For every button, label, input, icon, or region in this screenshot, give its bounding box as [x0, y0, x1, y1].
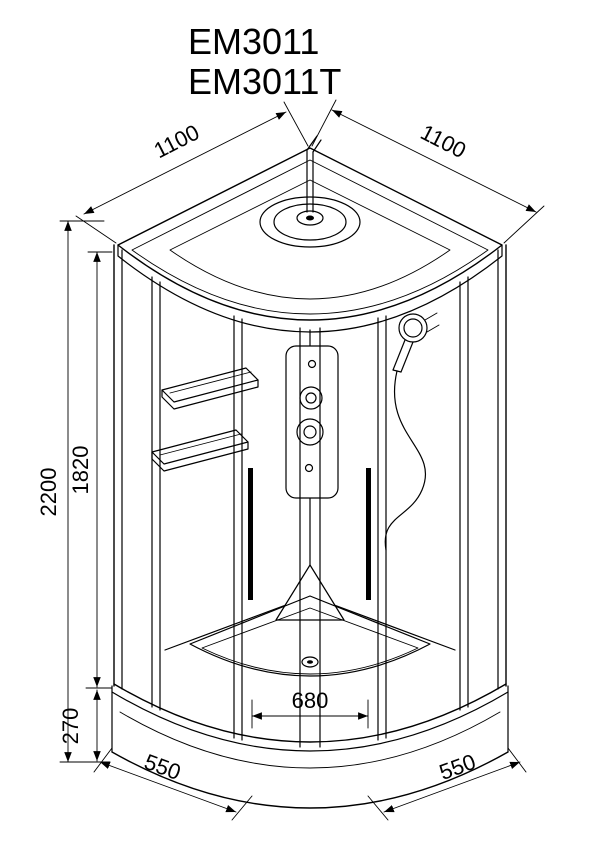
dimension-line — [331, 109, 537, 213]
overhead-shower — [259, 196, 361, 248]
water-pipe — [306, 135, 322, 213]
hand-shower — [384, 312, 440, 551]
basin-inner-rim — [201, 607, 419, 675]
mixer-knob-upper-center — [305, 392, 317, 404]
extension-line — [311, 99, 337, 147]
dimension-line — [383, 761, 521, 813]
shower-holder-bracket — [424, 312, 438, 321]
extension-line — [367, 795, 389, 821]
dimension-height-tray: 270 — [58, 689, 101, 762]
mixer-knob-lower-center — [303, 425, 317, 439]
roof-rim-inner — [131, 159, 489, 315]
hand-shower-face — [403, 318, 423, 338]
model-title-line2: EM3011T — [188, 61, 341, 102]
shower-head-mid — [273, 203, 347, 241]
tray-top-rim — [113, 683, 507, 743]
shower-hose — [384, 370, 427, 551]
tray-basin — [189, 595, 431, 677]
pipe-tip — [312, 139, 322, 153]
tray-rim-lower-edge — [111, 691, 509, 752]
corner-seat — [275, 564, 345, 621]
glass-panels — [113, 244, 507, 748]
extension-line — [75, 215, 117, 244]
model-title-line1: EM3011 — [188, 21, 319, 62]
hand-shower-head — [398, 313, 428, 343]
dimension-label-width-left: 1100 — [150, 119, 204, 163]
shelf-upper — [161, 367, 259, 410]
pipe-tip — [306, 135, 318, 151]
dimension-line — [83, 111, 287, 215]
cabin-interior — [151, 312, 456, 677]
dimension-door-opening: 680 — [251, 688, 369, 729]
tray-skirt-seam — [119, 711, 501, 769]
extension-line — [507, 747, 527, 773]
drain-cap — [307, 660, 313, 664]
dimension-front-left: 550 — [93, 747, 253, 821]
shelf-edge — [161, 379, 259, 410]
drain — [301, 656, 319, 668]
shower-holder-bracket — [426, 324, 440, 333]
mixer-knob-lower — [296, 418, 324, 446]
extension-line — [231, 795, 253, 821]
door-handle-right — [366, 468, 371, 600]
shower-head-center — [306, 215, 314, 221]
door-handle-left — [248, 468, 253, 600]
extension-line — [503, 205, 545, 244]
hand-shower-handle — [400, 341, 414, 373]
dimension-front-right: 550 — [367, 747, 527, 821]
dimension-line — [99, 761, 237, 813]
dimension-height-glass: 1820 — [68, 251, 113, 689]
dimension-label-height-total: 2200 — [36, 468, 61, 517]
panel-button — [304, 463, 314, 473]
extension-line — [93, 747, 113, 773]
shelf-slat-line — [159, 433, 242, 456]
extension-line — [283, 101, 309, 147]
roof-rim-band — [117, 244, 503, 333]
shelf-slat-line — [169, 371, 252, 394]
shelf-top — [161, 367, 259, 403]
roof-dome-plateau — [169, 179, 451, 300]
dimension-label-door-opening: 680 — [292, 688, 329, 713]
roof — [117, 135, 503, 333]
basin-outer-rim — [189, 595, 431, 677]
control-panel-body — [285, 345, 339, 499]
panel-indicator — [307, 359, 317, 369]
control-panel — [285, 345, 339, 499]
dimension-label-height-tray: 270 — [58, 708, 83, 745]
hand-shower-handle — [392, 339, 406, 371]
dimension-label-height-glass: 1820 — [68, 446, 93, 495]
